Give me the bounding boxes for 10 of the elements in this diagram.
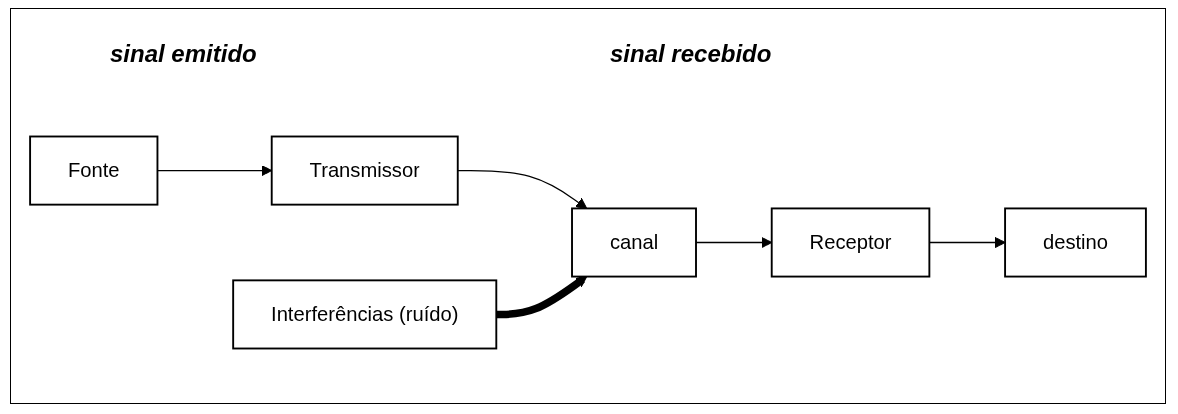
node-box: Interferências (ruído) bbox=[232, 279, 498, 350]
node-box: canal bbox=[571, 207, 697, 278]
node-box: Fonte bbox=[29, 135, 159, 206]
signal-label: sinal recebido bbox=[610, 40, 772, 68]
node-box: destino bbox=[1004, 207, 1147, 278]
signal-label: sinal emitido bbox=[110, 40, 257, 68]
arrow bbox=[457, 169, 588, 209]
arrow bbox=[496, 276, 588, 319]
node-box: Transmissor bbox=[270, 135, 459, 206]
node-box: Receptor bbox=[770, 207, 931, 278]
